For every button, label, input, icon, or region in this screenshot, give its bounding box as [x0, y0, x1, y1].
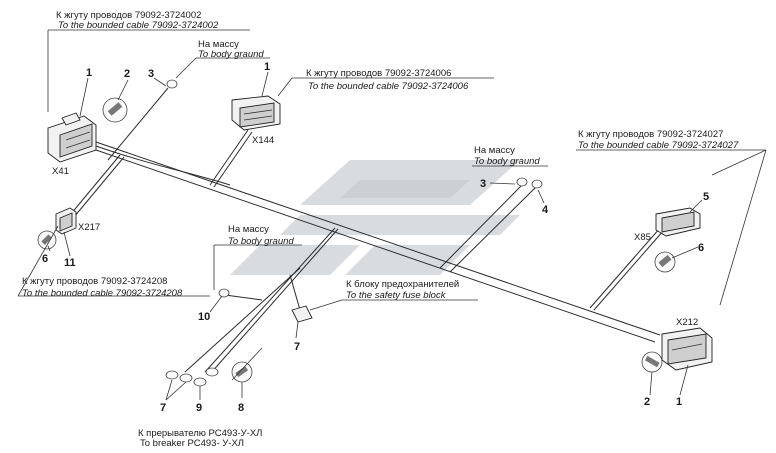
detail-circle-6-left [37, 230, 57, 250]
callout-8: 8 [238, 402, 244, 414]
connector-x217 [55, 207, 77, 235]
caption-mass-mid-ru: На массу [474, 145, 515, 156]
caption-mass-mid-en: To body graund [474, 156, 540, 167]
harness-trunk [95, 141, 661, 343]
callout-4: 4 [542, 204, 549, 216]
detail-circle-2-low [641, 351, 663, 373]
caption-right-ru: К жгуту проводов 79092-3724027 [578, 129, 723, 140]
caption-mass-top-ru: На массу [198, 39, 239, 50]
x85-label: X85 [634, 232, 651, 243]
x144-label: X144 [252, 135, 274, 146]
detail-circle-2-top [102, 97, 128, 123]
detail-circle-6-right [654, 251, 676, 273]
caption-breaker-en: To breaker РС493- У-ХЛ [140, 438, 244, 449]
callout-1-low: 1 [676, 396, 682, 408]
ring-terminals-mid [516, 177, 543, 189]
caption-mass-low-ru: На массу [228, 224, 269, 235]
connector-x41 [47, 112, 97, 163]
caption-top-left-ru: К жгуту проводов 79092-3724002 [56, 10, 201, 21]
fuse-connector [291, 305, 313, 323]
callout-7-fuse: 7 [294, 341, 300, 353]
x212-label: X212 [676, 317, 698, 328]
caption-mass-low-en: To body graund [228, 236, 294, 247]
caption-mass-top-en: To body graund [198, 49, 264, 60]
caption-left-en: To the bounded cable 79092-3724208 [22, 288, 183, 299]
callout-7-low: 7 [160, 402, 166, 414]
caption-right-en: To the bounded cable 79092-3724027 [578, 140, 739, 151]
leader-lines [17, 29, 767, 401]
callout-6-right: 6 [698, 242, 704, 254]
caption-top-left-en: To the bounded cable 79092-3724002 [58, 20, 219, 31]
caption-top-center-en: To the bounded cable 79092-3724006 [308, 81, 469, 92]
watermark-logo [230, 160, 520, 275]
ring-terminal-top [166, 79, 178, 89]
harness-branches [69, 87, 665, 375]
callout-1-x41: 1 [86, 67, 92, 79]
caption-breaker-ru: К прерывателю РС493-У-ХЛ [138, 428, 262, 439]
ring-terminal-low [218, 288, 230, 298]
x41-label: X41 [52, 166, 69, 177]
caption-left-ru: К жгуту проводов 79092-3724208 [22, 276, 167, 287]
caption-fuse-ru: К блоку предохранителей [346, 279, 459, 290]
detail-circle-8 [231, 361, 253, 383]
callout-6-left: 6 [42, 253, 48, 265]
callout-2-top: 2 [124, 68, 130, 80]
callout-2-low: 2 [644, 396, 650, 408]
callout-9: 9 [196, 402, 202, 414]
x217-label: X217 [78, 222, 100, 233]
caption-fuse-en: To the safety fuse block [346, 290, 447, 301]
connector-x212 [661, 327, 713, 371]
callout-3-mid: 3 [480, 178, 486, 190]
callout-3-top: 3 [148, 68, 154, 80]
connector-x144 [231, 95, 281, 131]
callout-1-x144: 1 [264, 61, 270, 73]
connector-x85 [655, 207, 701, 237]
callout-11: 11 [64, 257, 76, 269]
callout-5: 5 [703, 191, 709, 203]
caption-top-center-ru: К жгуту проводов 79092-3724006 [306, 68, 451, 79]
breaker-connectors [165, 367, 219, 387]
callout-10: 10 [198, 311, 210, 323]
